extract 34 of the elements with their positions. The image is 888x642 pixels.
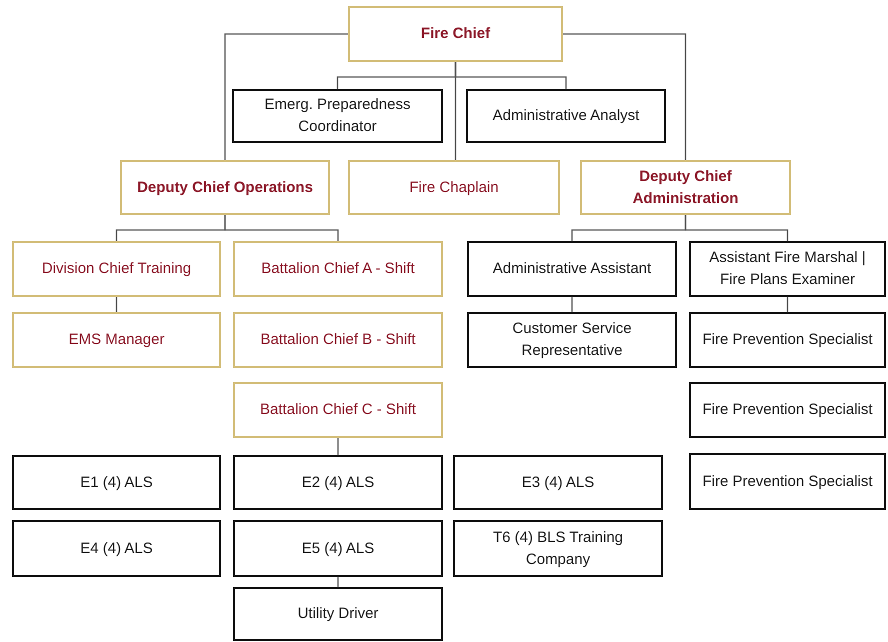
position-box: Battalion Chief C - Shift [233, 382, 443, 438]
connector-line [571, 297, 573, 312]
connector-line [224, 33, 348, 160]
connector-line [116, 297, 118, 312]
connector-line [224, 215, 339, 241]
position-box: E2 (4) ALS [233, 455, 443, 510]
position-box: E3 (4) ALS [453, 455, 663, 510]
position-box: T6 (4) BLS Training Company [453, 520, 663, 577]
connector-line [563, 33, 686, 160]
position-box: Assistant Fire Marshal | Fire Plans Examiner [689, 241, 886, 297]
position-box: Customer Service Representative [467, 312, 677, 368]
position-box: Fire Prevention Specialist [689, 312, 886, 368]
position-box: EMS Manager [12, 312, 221, 368]
position-box: Fire Prevention Specialist [689, 382, 886, 438]
position-box: Fire Chaplain [348, 160, 560, 215]
connector-line [337, 577, 339, 587]
connector-line [684, 215, 788, 241]
position-box: Emerg. Preparedness Coordinator [232, 89, 443, 143]
connector-line [454, 62, 456, 160]
position-box: Fire Prevention Specialist [689, 453, 886, 510]
position-box: Deputy Chief Operations [120, 160, 330, 215]
position-box: Administrative Analyst [466, 89, 666, 143]
position-box: Fire Chief [348, 6, 563, 62]
position-box: Administrative Assistant [467, 241, 677, 297]
position-box: Deputy Chief Administration [580, 160, 791, 215]
position-box: Division Chief Training [12, 241, 221, 297]
position-box: Utility Driver [233, 587, 443, 641]
connector-line [786, 297, 788, 312]
position-box: Battalion Chief A - Shift [233, 241, 443, 297]
position-box: Battalion Chief B - Shift [233, 312, 443, 368]
position-box: E4 (4) ALS [12, 520, 221, 577]
connector-line [337, 438, 339, 455]
position-box: E1 (4) ALS [12, 455, 221, 510]
position-box: E5 (4) ALS [233, 520, 443, 577]
